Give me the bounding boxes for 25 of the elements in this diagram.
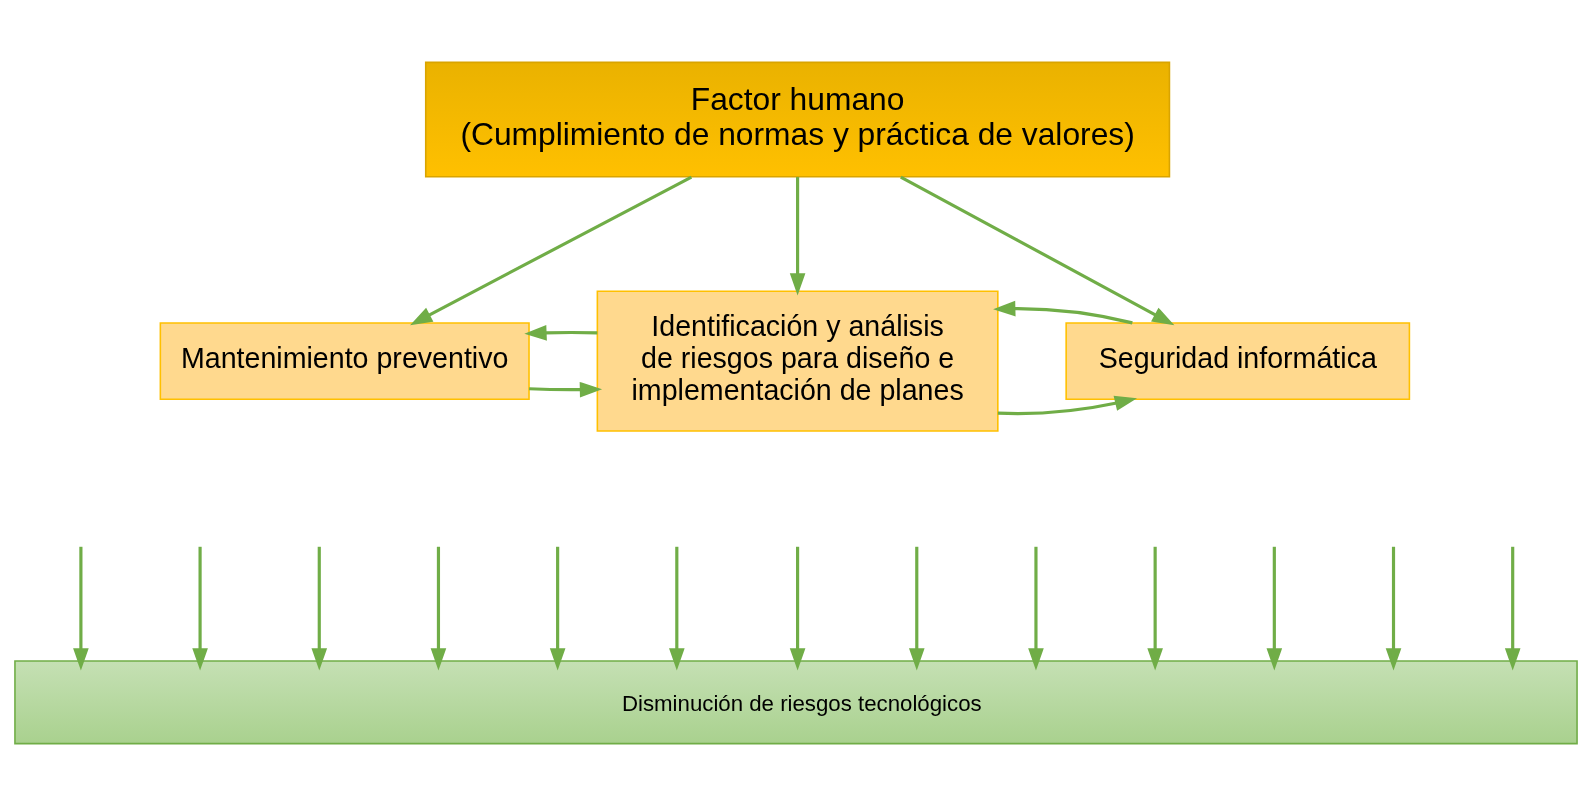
arrow <box>789 177 806 296</box>
arrow <box>192 546 208 671</box>
node-box: Identificación y análisis de riesgos para diseño e implementación de planes <box>596 290 999 432</box>
arrow <box>1266 546 1283 671</box>
arrow <box>789 546 806 671</box>
arrow <box>993 300 1133 325</box>
arrow <box>669 546 685 671</box>
arrow <box>524 325 598 341</box>
node-box: Mantenimiento preventivo <box>159 322 530 401</box>
arrow <box>900 175 1175 326</box>
node-box: Seguridad informática <box>1065 322 1411 401</box>
arrow <box>549 546 566 671</box>
arrow <box>410 175 693 326</box>
node-box: Disminución de riesgos tecnológicos <box>14 660 1578 745</box>
arrow <box>529 381 603 398</box>
arrow <box>311 546 328 671</box>
arrow <box>997 395 1138 416</box>
arrow <box>908 546 925 671</box>
arrow <box>1147 546 1163 671</box>
node-box: Factor humano (Cumplimiento de normas y práctica de valores) <box>424 61 1171 178</box>
arrow <box>1385 546 1402 671</box>
arrow <box>1504 546 1521 671</box>
arrow <box>1028 546 1044 671</box>
arrow <box>430 546 447 671</box>
arrow <box>73 546 89 671</box>
